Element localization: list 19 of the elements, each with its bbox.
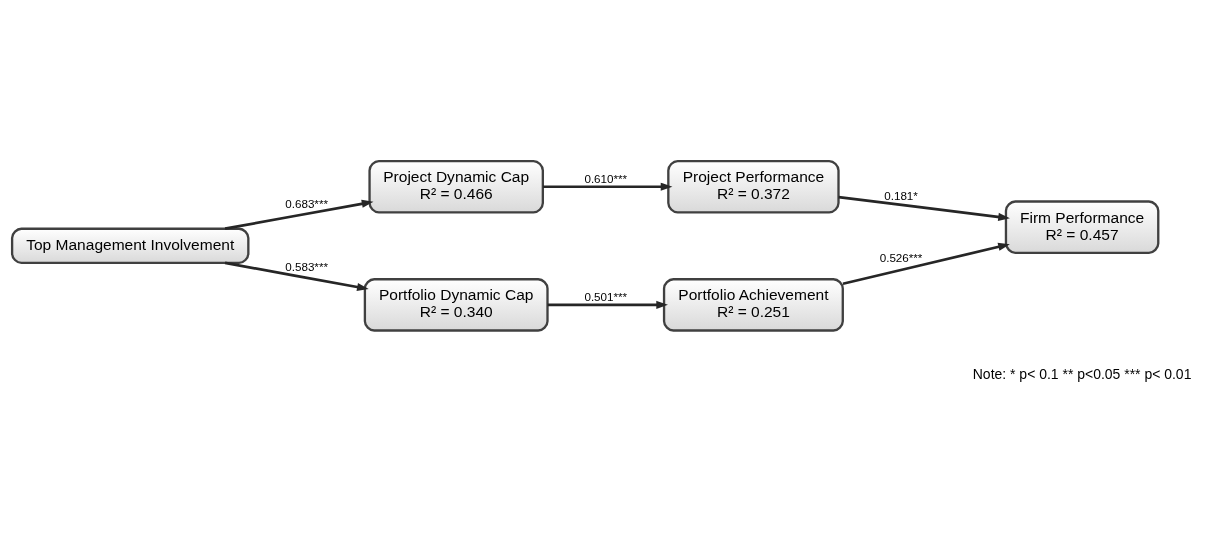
arrow [224, 199, 374, 231]
label: Note: * p< 0.1 ** p<0.05 *** p< 0.01 [972, 365, 1192, 382]
edge-label: 0.181* [884, 188, 918, 202]
edge-label: 0.683*** [285, 196, 328, 210]
node-box: Top Management Involvement [10, 227, 250, 265]
arrow [542, 182, 673, 191]
node-box: Portfolio Achievement R² = 0.251 [662, 278, 844, 332]
arrow [547, 300, 668, 309]
arrow [838, 195, 1010, 221]
arrow [842, 242, 1010, 286]
edge-label: 0.526*** [879, 251, 923, 265]
node-box: Firm Performance R² = 0.457 [1004, 200, 1160, 254]
arrow [224, 261, 369, 292]
node-box: Project Dynamic Cap R² = 0.466 [368, 159, 544, 214]
edge-label: 0.583*** [285, 260, 328, 274]
edge-label: 0.610*** [584, 171, 628, 185]
node-box: Project Performance R² = 0.372 [667, 159, 840, 214]
edge-label: 0.501*** [584, 289, 628, 303]
node-box: Portfolio Dynamic Cap R² = 0.340 [363, 278, 549, 332]
